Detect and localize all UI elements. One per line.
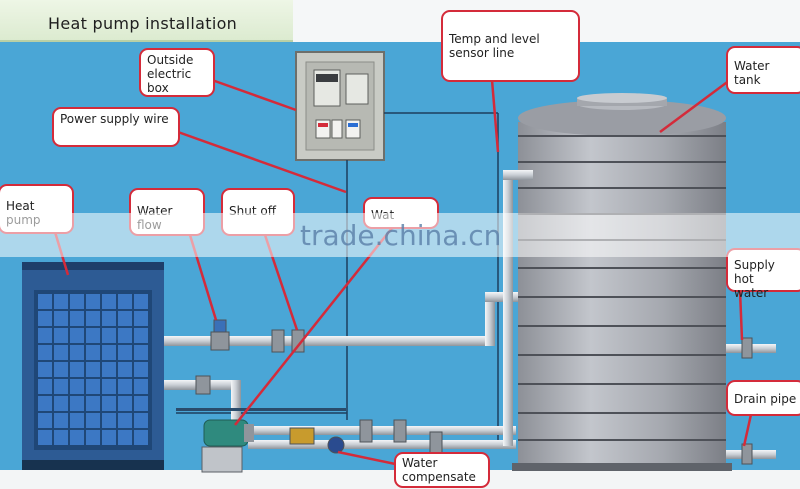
panel-cell (70, 413, 84, 428)
panel-cell (38, 311, 52, 326)
callout-drain-pipe: Drain pipe (726, 380, 800, 416)
panel-cell (134, 379, 148, 394)
panel-cell (118, 345, 132, 360)
panel-cell (118, 328, 132, 343)
panel-cell (118, 396, 132, 411)
page-title: Heat pump installation (0, 0, 293, 42)
panel-cell (54, 311, 68, 326)
panel-cell (38, 430, 52, 445)
panel-cell (38, 328, 52, 343)
panel-cell (38, 362, 52, 377)
panel-cell (70, 396, 84, 411)
panel-cell (54, 396, 68, 411)
panel-cell (54, 294, 68, 309)
page-title-text: Heat pump installation (48, 14, 238, 33)
panel-cell (134, 328, 148, 343)
water-tank (512, 93, 732, 471)
panel-cell (134, 345, 148, 360)
panel-cell (70, 362, 84, 377)
panel-cell (86, 362, 100, 377)
panel-cell (134, 294, 148, 309)
panel-cell (102, 311, 116, 326)
panel-cell (86, 328, 100, 343)
panel-cell (70, 430, 84, 445)
water-pump (201, 419, 254, 473)
panel-cell (134, 413, 148, 428)
callout-power-supply-wire: Power supply wire (52, 107, 180, 147)
panel-cell (86, 379, 100, 394)
panel-cell (54, 413, 68, 428)
panel-cell (102, 345, 116, 360)
panel-cell (86, 311, 100, 326)
panel-cell (38, 396, 52, 411)
panel-cell (54, 328, 68, 343)
panel-cell (86, 430, 100, 445)
panel-cell (118, 311, 132, 326)
panel-cell (70, 345, 84, 360)
watermark-text: trade.china.cn (300, 219, 502, 252)
panel-cell (118, 413, 132, 428)
panel-cell (54, 379, 68, 394)
panel-cell (38, 345, 52, 360)
panel-cell (102, 362, 116, 377)
panel-cell (54, 430, 68, 445)
callout-outside-electric-box: Outside electric box (139, 48, 215, 97)
callout-water-compensate: Water compensate (394, 452, 490, 488)
panel-cell (134, 311, 148, 326)
panel-cell (86, 396, 100, 411)
heat-pump-panel (38, 294, 148, 445)
callout-water-tank: Water tank (726, 46, 800, 94)
panel-cell (102, 294, 116, 309)
panel-cell (102, 328, 116, 343)
panel-cell (86, 413, 100, 428)
panel-cell (70, 379, 84, 394)
panel-cell (102, 379, 116, 394)
panel-cell (38, 379, 52, 394)
panel-cell (38, 294, 52, 309)
panel-cell (118, 294, 132, 309)
watermark: trade.china.cn (0, 213, 800, 257)
panel-cell (86, 345, 100, 360)
panel-cell (134, 396, 148, 411)
panel-cell (70, 328, 84, 343)
panel-cell (102, 413, 116, 428)
panel-cell (54, 345, 68, 360)
heat-pump (22, 262, 164, 470)
panel-cell (102, 396, 116, 411)
panel-cell (102, 430, 116, 445)
panel-cell (86, 294, 100, 309)
callout-temp-level-sensor: Temp and level sensor line (441, 10, 580, 82)
electric-box (295, 51, 385, 161)
valves (195, 319, 753, 465)
panel-cell (70, 294, 84, 309)
panel-cell (70, 311, 84, 326)
panel-cell (118, 379, 132, 394)
panel-cell (134, 430, 148, 445)
panel-cell (134, 362, 148, 377)
wires (176, 112, 499, 445)
panel-cell (38, 413, 52, 428)
panel-cell (54, 362, 68, 377)
panel-cell (118, 362, 132, 377)
panel-cell (118, 430, 132, 445)
